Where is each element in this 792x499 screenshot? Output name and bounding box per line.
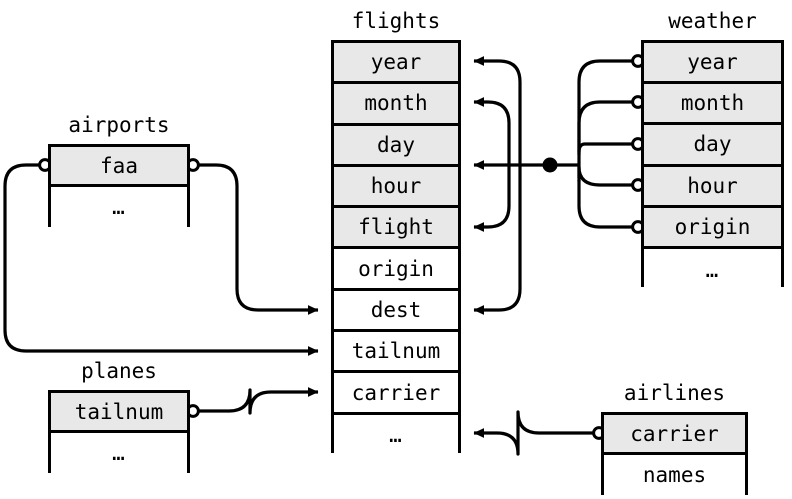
entity-title-planes: planes [81, 359, 157, 383]
field-weather-year[interactable]: year [644, 43, 781, 85]
field-weather-hour[interactable]: hour [644, 166, 781, 208]
edge-flights-origin-weather [473, 165, 522, 315]
edge-airports-origin [196, 163, 319, 315]
field-planes-tailnum[interactable]: tailnum [51, 393, 187, 433]
edge-flights-hour [473, 165, 511, 232]
field-flights-dest[interactable]: dest [334, 290, 458, 333]
edge-flights-year [473, 56, 522, 165]
entity-title-airports: airports [68, 113, 170, 137]
field-airlines-carrier[interactable]: carrier [604, 415, 745, 455]
edge-airlines-carrier [473, 410, 596, 456]
edge-weather-month [577, 100, 635, 155]
edge-weather-origin [577, 180, 635, 229]
entity-flights[interactable]: year month day hour flight origin dest t… [331, 40, 461, 456]
field-flights-flight[interactable]: flight [334, 208, 458, 250]
entity-weather[interactable]: year month day hour origin … [641, 40, 784, 291]
entity-title-flights: flights [351, 9, 441, 33]
field-flights-hour[interactable]: hour [334, 166, 458, 209]
entity-title-weather: weather [668, 9, 757, 33]
entity-airlines[interactable]: carrier names [601, 412, 748, 495]
entity-planes[interactable]: tailnum … [48, 390, 190, 473]
field-flights-tailnum[interactable]: tailnum [334, 332, 458, 374]
field-flights-origin[interactable]: origin [334, 249, 458, 291]
field-weather-month[interactable]: month [644, 84, 781, 126]
entity-title-airlines: airlines [623, 381, 726, 405]
field-weather-origin[interactable]: origin [644, 207, 781, 249]
junction-dot [542, 157, 558, 173]
field-flights-carrier[interactable]: carrier [334, 373, 458, 415]
field-planes-more: … [51, 433, 187, 473]
edge-planes-tailnum [196, 387, 319, 415]
edge-weather-year [577, 59, 635, 150]
field-flights-month[interactable]: month [334, 84, 458, 126]
field-airports-more: … [51, 187, 187, 227]
edge-flights-month [473, 97, 511, 165]
edge-weather-hour [577, 165, 635, 187]
field-flights-day[interactable]: day [334, 125, 458, 167]
field-airports-faa[interactable]: faa [51, 147, 187, 187]
field-weather-day[interactable]: day [644, 125, 781, 167]
field-flights-more: … [334, 414, 458, 456]
entity-airports[interactable]: faa … [48, 144, 190, 227]
field-airlines-names[interactable]: names [604, 455, 745, 495]
field-flights-year[interactable]: year [334, 43, 458, 85]
edge-weather-day [577, 142, 635, 153]
field-weather-more: … [644, 248, 781, 291]
